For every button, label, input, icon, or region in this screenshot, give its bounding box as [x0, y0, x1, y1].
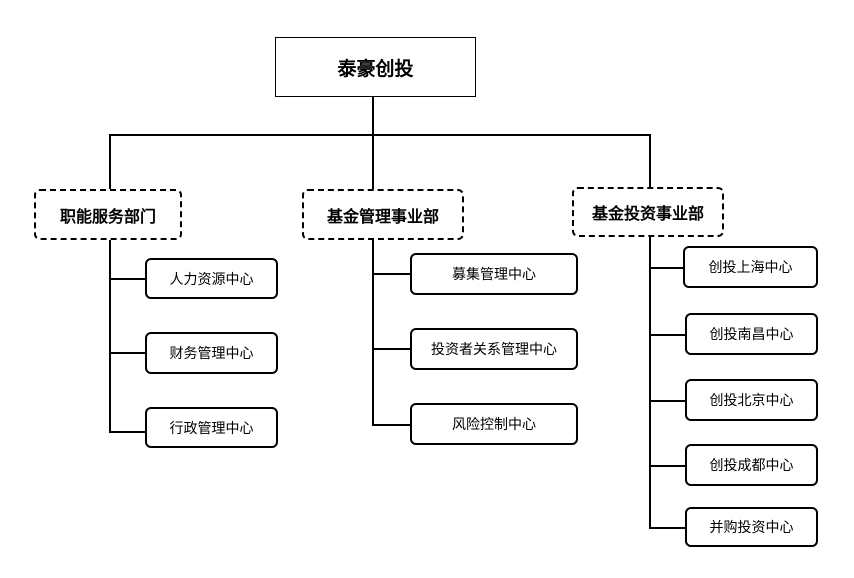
- dept-label: 基金管理事业部: [326, 206, 439, 226]
- center-node-chengdu: 创投成都中心: [685, 444, 818, 486]
- dept-3-branch-2: [649, 334, 685, 336]
- dept-3-branch-1: [649, 267, 685, 269]
- dept-node-functional-services: 职能服务部门: [34, 189, 182, 240]
- dept-2-connector: [372, 134, 374, 189]
- dept-3-branch-5: [649, 527, 685, 529]
- dept-3-branch-4: [649, 465, 685, 467]
- dept-label: 基金投资事业部: [591, 204, 704, 223]
- dept-3-spine: [649, 237, 651, 529]
- center-label: 创投上海中心: [708, 260, 793, 276]
- center-node-beijing: 创投北京中心: [685, 379, 818, 421]
- center-node-risk-control: 风险控制中心: [410, 403, 578, 445]
- dept-2-spine: [372, 240, 374, 426]
- center-node-nanchang: 创投南昌中心: [685, 313, 818, 355]
- dept-node-fund-investment: 基金投资事业部: [572, 187, 724, 237]
- dept-node-fund-management: 基金管理事业部: [302, 189, 464, 240]
- center-node-hr: 人力资源中心: [145, 258, 278, 299]
- center-node-mna: 并购投资中心: [685, 507, 818, 547]
- dept-label: 职能服务部门: [59, 206, 156, 226]
- top-bus-line: [109, 134, 651, 136]
- center-node-fundraising: 募集管理中心: [410, 253, 578, 295]
- center-label: 风险控制中心: [452, 417, 536, 433]
- center-node-investor-relations: 投资者关系管理中心: [410, 328, 578, 370]
- dept-1-connector: [109, 134, 111, 189]
- center-label: 创投成都中心: [709, 458, 794, 474]
- root-connector: [372, 96, 374, 136]
- center-label: 并购投资中心: [709, 520, 794, 536]
- center-label: 行政管理中心: [169, 420, 254, 437]
- dept-3-connector: [649, 134, 651, 187]
- dept-2-branch-1: [372, 273, 412, 275]
- center-label: 创投北京中心: [709, 393, 794, 409]
- root-node: 泰豪创投: [275, 37, 476, 97]
- dept-1-branch-2: [109, 352, 147, 354]
- center-node-admin: 行政管理中心: [145, 407, 278, 448]
- center-node-finance: 财务管理中心: [145, 332, 278, 374]
- center-label: 募集管理中心: [452, 267, 536, 283]
- center-label: 财务管理中心: [169, 346, 254, 362]
- dept-2-branch-2: [372, 348, 412, 350]
- center-label: 投资者关系管理中心: [431, 342, 557, 358]
- dept-1-spine: [109, 240, 111, 433]
- center-label: 人力资源中心: [169, 271, 254, 288]
- center-node-shanghai: 创投上海中心: [683, 246, 818, 288]
- dept-3-branch-3: [649, 400, 685, 402]
- center-label: 创投南昌中心: [709, 327, 794, 343]
- root-label: 泰豪创投: [337, 57, 414, 80]
- dept-2-branch-3: [372, 424, 412, 426]
- dept-1-branch-3: [109, 431, 147, 433]
- dept-1-branch-1: [109, 278, 147, 280]
